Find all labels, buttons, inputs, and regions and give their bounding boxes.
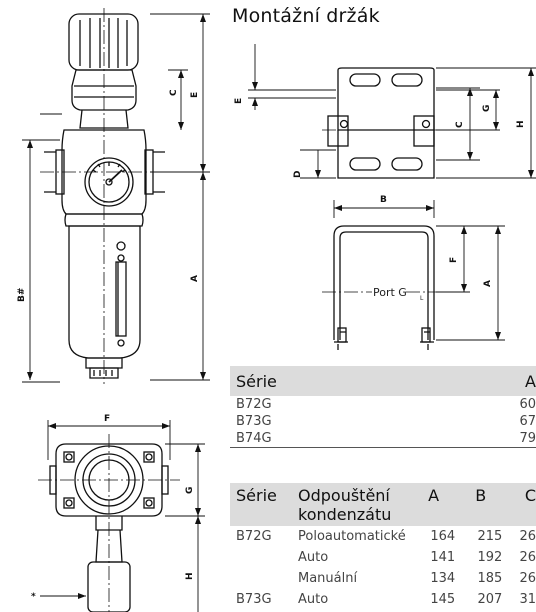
cell-serie: B72G (236, 397, 272, 412)
header-drain: Odpouštění kondenzátu (292, 483, 408, 526)
header-serie: Série (230, 366, 490, 396)
cell-a: 145 (430, 592, 456, 607)
dim-label-f-top: F (104, 414, 110, 424)
series-drain-table: Série Odpouštění kondenzátu A B C B72G P… (230, 483, 536, 610)
dim-label-h-top: H (185, 572, 195, 580)
cell-a: 79 (490, 430, 536, 448)
dimension-lines-main (22, 13, 210, 383)
cell-b: 185 (477, 571, 503, 586)
dim-label-e-bracket: E (234, 98, 244, 104)
dim-label-c-bracket: C (455, 121, 465, 128)
header-a: A (490, 366, 536, 396)
table-row: B73G 67 (230, 413, 536, 430)
cell-a: 164 (430, 529, 456, 544)
dim-label-b-hash: B# (17, 288, 27, 302)
cell-drain: Poloautomatické (298, 529, 406, 544)
dim-label-d-bracket: D (293, 171, 303, 178)
port-centerline-mark: L (420, 295, 424, 302)
header-c: C (502, 483, 536, 526)
cell-c: 26 (519, 571, 536, 586)
cell-serie (230, 547, 292, 568)
dim-label-h-bracket: H (516, 120, 526, 128)
cell-c: 26 (519, 529, 536, 544)
cell-a: 60 (519, 397, 536, 412)
cell-serie: B73G (236, 592, 272, 607)
cell-serie: B72G (236, 529, 272, 544)
page-title: Montážní držák (232, 5, 380, 27)
table-row: B74G 79 (230, 430, 536, 448)
dim-label-f-bracket: F (449, 257, 459, 263)
dimension-lines-bracket-side (333, 200, 505, 341)
cell-serie: B74G (230, 430, 490, 448)
cell-b: 215 (477, 529, 503, 544)
cell-serie: B73G (236, 414, 272, 429)
dim-label-e-main: E (190, 92, 200, 98)
filter-regulator-front-view (40, 8, 170, 384)
bracket-side-view (322, 225, 462, 350)
table-header-row: Série A (230, 366, 536, 396)
cell-c: 31 (519, 592, 536, 607)
table-row: Auto 141 192 26 (230, 547, 536, 568)
arrowheads-bracket (252, 68, 534, 178)
cell-serie (230, 568, 292, 589)
header-serie: Série (230, 483, 292, 526)
cell-drain: Auto (298, 550, 329, 565)
dim-label-star: * (31, 592, 36, 602)
port-label: Port G (373, 286, 407, 299)
cell-c: 26 (519, 550, 536, 565)
dim-label-g-top: G (185, 487, 195, 494)
dim-label-b-bracket: B (380, 195, 387, 205)
dim-label-a-main: A (190, 275, 200, 282)
cell-a: 141 (430, 550, 456, 565)
dimension-labels: C E A B# F G H * E C G H D B F A Port G … (17, 89, 526, 602)
cell-drain: Manuální (298, 571, 358, 586)
arrowheads-top-view (48, 423, 201, 599)
table-header-row: Série Odpouštění kondenzátu A B C (230, 483, 536, 526)
series-a-table: Série A B72G 60 B73G 67 B74G 79 (230, 366, 536, 448)
table-row: Manuální 134 185 26 (230, 568, 536, 589)
cell-drain: Auto (298, 592, 329, 607)
arrowheads-bracket-side (334, 205, 501, 340)
dim-label-g-bracket: G (482, 105, 492, 112)
filter-regulator-top-view (38, 434, 180, 612)
table-row: B72G 60 (230, 396, 536, 413)
cell-a: 67 (519, 414, 536, 429)
dimension-lines-bracket (248, 44, 536, 179)
bracket-front-view (322, 67, 452, 179)
header-a: A (408, 483, 456, 526)
header-b: B (455, 483, 503, 526)
cell-a: 134 (430, 571, 456, 586)
table-row: B73G Auto 145 207 31 (230, 589, 536, 610)
dim-label-a-bracket: A (483, 280, 493, 287)
dim-label-c-main: C (169, 89, 179, 96)
cell-b: 192 (477, 550, 503, 565)
table-row: B72G Poloautomatické 164 215 26 (230, 526, 536, 547)
cell-b: 207 (477, 592, 503, 607)
arrowheads-main (27, 14, 206, 380)
